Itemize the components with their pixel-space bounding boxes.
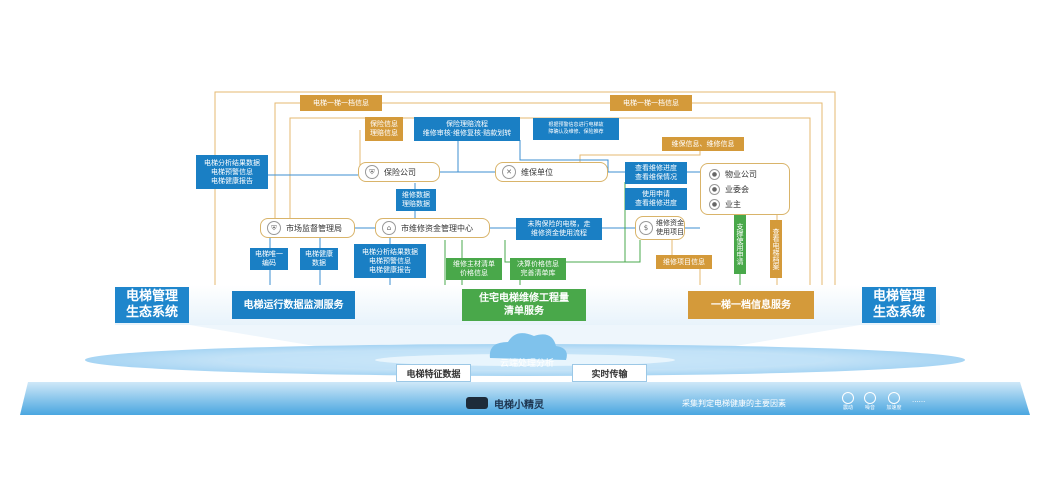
person-icon: ● — [709, 198, 720, 210]
bill-of-quantities-service-bar: 住宅电梯维修工程量 清单服务 — [462, 289, 586, 321]
wrench-icon: ✕ — [502, 165, 516, 179]
person-icon: ● — [709, 183, 720, 195]
ecosystem-label-right: 电梯管理 生态系统 — [862, 287, 936, 323]
device-icon — [466, 397, 488, 409]
apply-use-tag: 使用申请 查看维修进度 — [625, 188, 687, 210]
claim-process-tag: 保险理赔流程 维修审核·维修复核·赔款划转 — [414, 117, 520, 141]
unique-code-tag: 电梯唯一 编码 — [250, 248, 288, 270]
market-regulator-label: 市场监督管理局 — [286, 223, 342, 233]
factor-noise: 噪音 — [860, 392, 880, 416]
factors-more: ...... — [912, 396, 926, 404]
project-info-tag: 维修项目信息 — [656, 255, 712, 269]
final-price-tag: 决算价格信息 完善清单库 — [510, 258, 566, 280]
analysis-data-tag-left: 电梯分析结果数据 电梯预警信息 电梯健康报告 — [196, 155, 268, 189]
market-regulator-node: ⛨ 市场监督管理局 — [260, 218, 355, 238]
insurance-company-node: ⛨ 保险公司 — [358, 162, 440, 182]
support-apply-tag: 支撑使用申请 — [734, 214, 746, 274]
owners-committee: ●业委会 — [709, 182, 749, 197]
connector-line — [274, 102, 823, 285]
fund-project-node: $ 维修资金 使用项目 — [635, 216, 685, 240]
acceleration-icon — [888, 392, 900, 404]
elevator-file-label-left: 电梯一梯一档信息 — [300, 95, 382, 111]
one-file-service-bar: 一梯一档信息服务 — [688, 291, 814, 319]
fund-center-label: 市维修资金管理中心 — [401, 223, 473, 233]
cloud-funnel-graphic — [20, 325, 1030, 415]
factor-acceleration: 加速度 — [882, 392, 906, 416]
feature-data-box: 电梯特征数据 — [396, 364, 471, 382]
factors-title: 采集判定电梯健康的主要因素 — [682, 399, 786, 408]
property-company: ●物业公司 — [709, 167, 757, 182]
health-data-tag: 电梯健康 数据 — [300, 248, 338, 270]
insurance-info-tag: 保险信息 理赔信息 — [365, 117, 403, 141]
view-file-tag: 查看电梯档案 — [770, 220, 782, 278]
shield-icon: ⛨ — [267, 221, 281, 235]
maintenance-info-tag: 维保信息、维修信息 — [662, 137, 744, 151]
connector-line — [519, 140, 609, 172]
bank-icon: ⌂ — [382, 221, 396, 235]
moneybag-icon: $ — [639, 221, 653, 235]
ecosystem-label-left: 电梯管理 生态系统 — [115, 287, 189, 323]
repair-data-tag: 维修数据 理赔数据 — [396, 189, 436, 211]
elevator-file-label-right: 电梯一梯一档信息 — [610, 95, 692, 111]
noise-icon — [864, 392, 876, 404]
analysis-data-tag-mid: 电梯分析结果数据 电梯预警信息 电梯健康报告 — [354, 244, 426, 278]
connector-line — [504, 240, 641, 263]
device-label: 电梯小精灵 — [494, 400, 544, 411]
cloud-icon — [489, 333, 567, 360]
person-icon: ● — [709, 168, 720, 180]
owner: ●业主 — [709, 197, 741, 212]
view-progress-tag: 查看维修进度 查看维保情况 — [625, 162, 687, 184]
factor-vibration: 震动 — [838, 392, 858, 416]
material-price-tag: 维修主材清单 价格信息 — [446, 258, 502, 280]
maintenance-plan-tag: 根据预警信息进行电梯故 障确认及维修、保险推荐 — [533, 118, 619, 140]
cloud-label: 云端处理分析 — [499, 359, 554, 369]
fund-center-node: ⌂ 市维修资金管理中心 — [375, 218, 490, 238]
uninsured-tag: 未购保险的电梯，走 维修资金使用流程 — [516, 218, 602, 240]
shield-icon: ⛨ — [365, 165, 379, 179]
maintenance-unit-label: 维保单位 — [521, 167, 553, 177]
monitoring-service-bar: 电梯运行数据监测服务 — [232, 291, 355, 319]
maintenance-unit-node: ✕ 维保单位 — [495, 162, 608, 182]
realtime-transfer-box: 实时传输 — [572, 364, 647, 382]
vibration-icon — [842, 392, 854, 404]
stakeholder-node: ●物业公司 ●业委会 ●业主 — [700, 163, 790, 215]
insurance-company-label: 保险公司 — [384, 167, 416, 177]
fund-project-label: 维修资金 使用项目 — [656, 219, 684, 236]
